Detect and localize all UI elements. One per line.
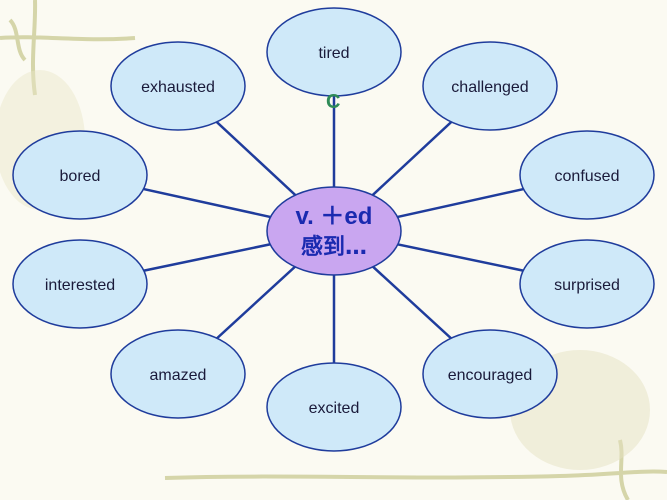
node-ellipse — [12, 130, 148, 220]
node-interested: interested — [12, 239, 148, 329]
node-label: tired — [318, 45, 349, 62]
node-ellipse — [422, 329, 558, 419]
node-tired: tired — [266, 7, 402, 97]
center-hub-ellipse — [266, 186, 402, 276]
node-label: bored — [60, 168, 101, 185]
node-ellipse — [266, 362, 402, 452]
node-ellipse — [110, 41, 246, 131]
center-hub-label-line2: 感到… — [301, 234, 367, 260]
node-excited: excited — [266, 362, 402, 452]
node-label: surprised — [554, 277, 620, 294]
node-ellipse — [12, 239, 148, 329]
stray-glyph: C — [326, 91, 340, 113]
node-label: excited — [309, 400, 360, 417]
node-exhausted: exhausted — [110, 41, 246, 131]
node-bored: bored — [12, 130, 148, 220]
node-label: amazed — [150, 367, 207, 384]
node-label: exhausted — [141, 79, 215, 96]
node-ellipse — [266, 7, 402, 97]
node-label: confused — [555, 168, 620, 185]
node-ellipse — [519, 239, 655, 329]
node-ellipse — [422, 41, 558, 131]
node-encouraged: encouraged — [422, 329, 558, 419]
center-hub-label-line1: v. ＋ed — [296, 203, 373, 230]
node-label: challenged — [451, 79, 528, 96]
node-amazed: amazed — [110, 329, 246, 419]
node-ellipse — [519, 130, 655, 220]
vine-decor-top-left — [0, 0, 136, 96]
node-confused: confused — [519, 130, 655, 220]
node-label: interested — [45, 277, 115, 294]
node-challenged: challenged — [422, 41, 558, 131]
node-label: encouraged — [448, 367, 533, 384]
center-hub: v. ＋ed 感到… — [266, 186, 402, 276]
outer-nodes: tired challenged confused surprised encourag… — [12, 7, 655, 452]
node-surprised: surprised — [519, 239, 655, 329]
node-ellipse — [110, 329, 246, 419]
